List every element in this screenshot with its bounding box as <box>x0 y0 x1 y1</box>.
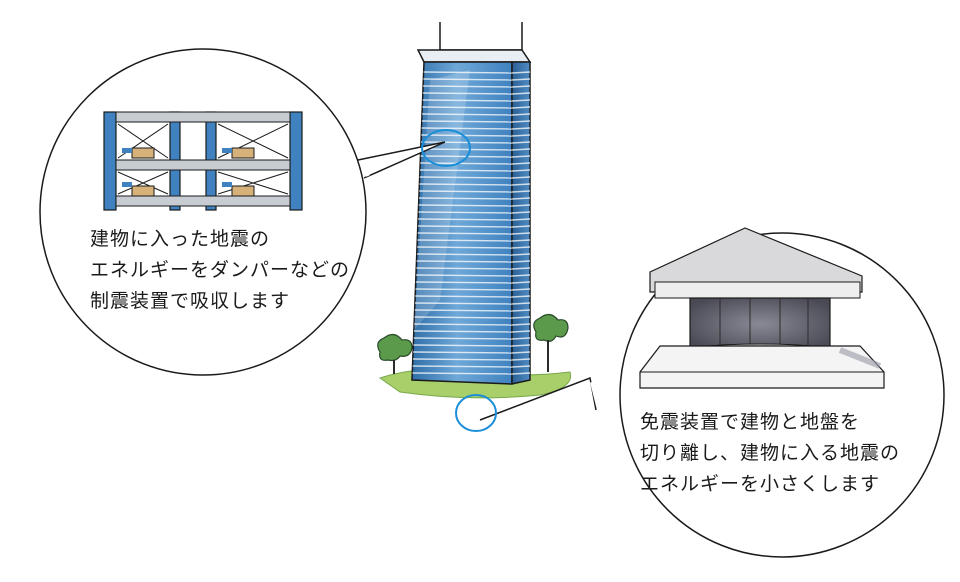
isolation-caption-line-1: 免震装置で建物と地盤を <box>640 411 861 433</box>
isolation-caption-line-2: 切り離し、建物に入る地震の <box>640 442 901 464</box>
damper-callout <box>39 48 446 376</box>
tree-left <box>377 333 413 374</box>
isolator-illustration <box>639 227 885 389</box>
tree-right <box>533 313 569 372</box>
damper-frame-illustration <box>103 111 303 211</box>
isolation-caption: 免震装置で建物と地盤を 切り離し、建物に入る地震の エネルギーを小さくします <box>640 407 900 500</box>
damper-highlight-circle <box>421 129 471 167</box>
isolator-highlight-circle <box>455 394 497 432</box>
damper-caption: 建物に入った地震の エネルギーをダンパーなどの 制震装置で吸収します <box>90 224 350 317</box>
damper-caption-line-2: エネルギーをダンパーなどの <box>90 259 351 281</box>
isolation-caption-line-3: エネルギーを小さくします <box>640 473 881 495</box>
damper-caption-line-1: 建物に入った地震の <box>90 228 271 250</box>
skyscraper <box>411 22 532 385</box>
damper-caption-line-3: 制震装置で吸収します <box>90 290 291 312</box>
